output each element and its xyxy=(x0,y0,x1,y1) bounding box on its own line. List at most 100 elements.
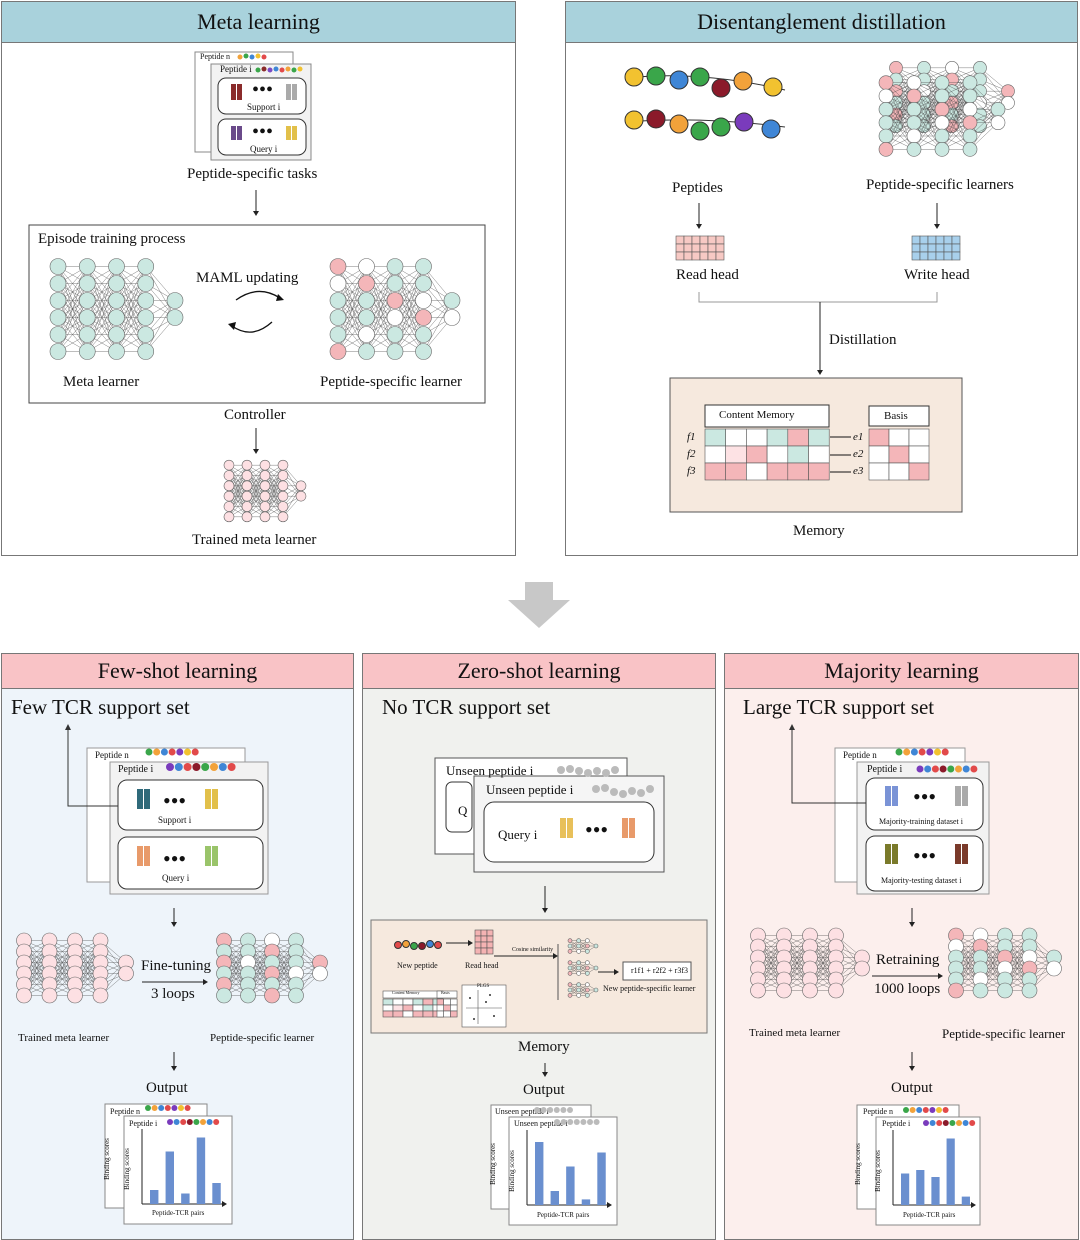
peptide-dot xyxy=(931,765,939,773)
network-node xyxy=(990,115,1006,130)
zero-cosine: Cosine similarity xyxy=(512,947,554,953)
grid-cell xyxy=(868,445,890,464)
e2-label: e2 xyxy=(853,448,864,460)
major-back-peptide xyxy=(895,748,949,756)
peptide-dot xyxy=(193,1119,200,1125)
grid-cell xyxy=(943,235,953,245)
distillation-label: Distillation xyxy=(829,332,897,348)
grid-cell xyxy=(808,462,830,481)
network-node xyxy=(259,459,271,471)
grid-cell xyxy=(480,935,488,943)
bar xyxy=(581,1199,591,1205)
network-node xyxy=(329,326,347,343)
zero-out-back-peptide xyxy=(534,1107,573,1113)
majority-trained: Trained meta learner xyxy=(749,1027,841,1039)
peptide-dot xyxy=(567,1119,574,1125)
network-node xyxy=(295,490,307,502)
memory-label: Memory xyxy=(793,523,845,539)
x-arrow xyxy=(607,1202,612,1208)
network-node xyxy=(1001,96,1015,110)
network-node xyxy=(593,965,599,971)
grid-cell xyxy=(911,235,921,245)
network-node xyxy=(240,987,256,1004)
f3-label: f3 xyxy=(687,465,696,477)
basis-grid xyxy=(868,428,930,481)
peptide-dot xyxy=(227,763,236,771)
bar xyxy=(150,1190,159,1204)
peptide-dot xyxy=(956,1120,962,1126)
grid-cell xyxy=(422,1010,434,1018)
peptide-dot xyxy=(962,765,970,773)
grid-cell xyxy=(443,998,451,1006)
bar xyxy=(196,1137,206,1204)
few-subtitle: Few TCR support set xyxy=(11,695,190,719)
network-node xyxy=(137,258,155,275)
grid-cell xyxy=(443,1004,451,1012)
network-node xyxy=(241,501,253,512)
meta-learner-label: Meta learner xyxy=(63,374,140,390)
network-node xyxy=(264,987,280,1004)
grid-cell xyxy=(422,1004,434,1012)
network-node xyxy=(567,960,573,965)
peptide-dot xyxy=(916,765,924,773)
e3-label: e3 xyxy=(853,465,864,477)
peptide-dot xyxy=(918,748,926,756)
zero-output: Output xyxy=(523,1082,565,1098)
peptide-dot xyxy=(947,765,955,773)
svg-text:•••: ••• xyxy=(163,846,186,871)
network-node xyxy=(934,115,950,130)
network-node xyxy=(593,987,599,993)
svg-text:•••: ••• xyxy=(252,121,273,143)
grid-cell xyxy=(725,462,747,481)
few-card-front: Peptide i xyxy=(118,764,154,775)
major-learner-net xyxy=(948,927,1062,999)
grid-cell xyxy=(382,998,394,1006)
peptide-dot xyxy=(173,1119,180,1125)
network-node xyxy=(576,938,581,943)
svg-text:•••: ••• xyxy=(913,784,936,809)
network-node xyxy=(16,987,32,1004)
peptide-dot xyxy=(554,1119,560,1125)
grid-cell xyxy=(699,235,709,245)
grid-cell xyxy=(683,243,693,253)
peptide-dot xyxy=(553,1107,560,1113)
grid-cell xyxy=(943,243,953,253)
grid-cell xyxy=(392,1010,404,1018)
network-node xyxy=(108,326,125,343)
support-label: Support i xyxy=(247,102,281,112)
network-node xyxy=(750,982,766,999)
majority-test: Majority-testing dataset i xyxy=(881,876,962,885)
network-node xyxy=(585,965,590,971)
peptide-dot xyxy=(934,748,941,756)
majority-card-front: Peptide i xyxy=(867,764,903,775)
network-node xyxy=(576,943,581,949)
zero-unseen-back: Unseen peptide i xyxy=(446,763,534,778)
network-node xyxy=(576,987,581,993)
grid-cell xyxy=(382,1004,394,1012)
peptide-dot xyxy=(213,1119,220,1125)
network-node xyxy=(358,309,375,326)
network-node xyxy=(259,511,271,523)
grid-cell xyxy=(412,998,424,1006)
grid-cell xyxy=(480,941,488,949)
network-node xyxy=(223,511,235,523)
peptide-dot xyxy=(923,1120,929,1126)
learners-label: Peptide-specific learners xyxy=(866,177,1014,193)
learner-net-front xyxy=(878,75,1006,157)
network-node xyxy=(889,61,903,75)
network-node xyxy=(78,275,96,292)
peptide-dot xyxy=(580,1119,587,1125)
network-node xyxy=(78,309,96,326)
network-node xyxy=(223,459,235,471)
controller-label: Controller xyxy=(224,407,286,423)
network-node xyxy=(288,987,304,1004)
peptide-dot xyxy=(936,1107,942,1113)
peptide-dot xyxy=(942,1120,949,1126)
grid-cell xyxy=(908,445,930,464)
network-node xyxy=(567,943,573,949)
grid-cell xyxy=(392,998,404,1006)
grid-cell xyxy=(908,428,930,447)
network-node xyxy=(997,982,1013,999)
network-node xyxy=(259,480,271,492)
zero-out-card-back: Unseen peptide i xyxy=(495,1107,549,1116)
